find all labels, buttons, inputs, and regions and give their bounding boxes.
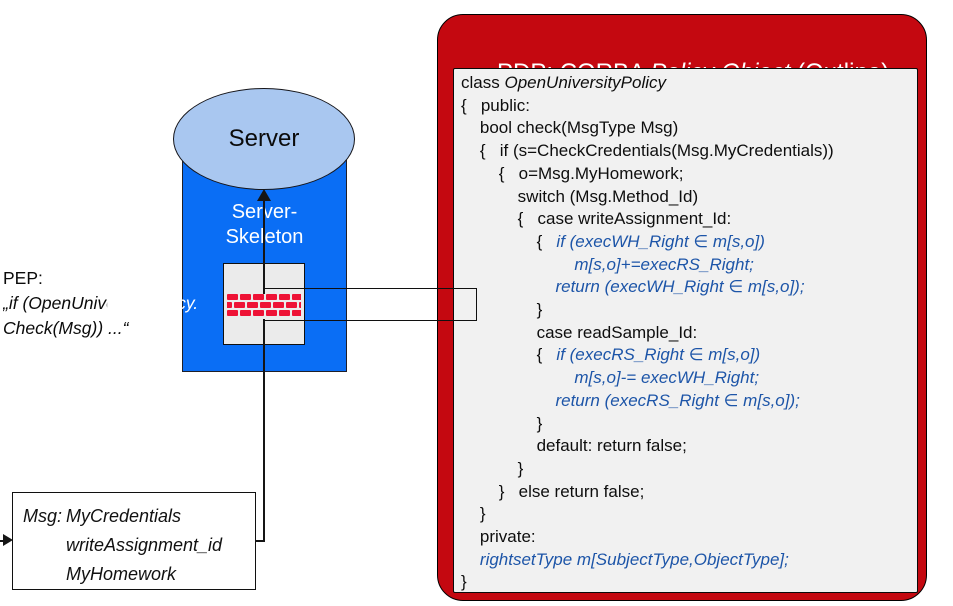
code-line: } (461, 572, 467, 592)
code-line: return (execWH_Right ∈ m[s,o]); (555, 277, 805, 297)
code-line: { o=Msg.MyHomework; (461, 163, 684, 183)
code-line: } (461, 504, 486, 524)
msg-value-method: writeAssignment_id (66, 535, 223, 555)
code-line: } (461, 413, 543, 433)
code-line: return (execRS_Right ∈ m[s,o]); (555, 390, 800, 410)
pep-code-line1-white: „if (OpenUniversityPolicy. (3, 293, 199, 313)
pep-code-line1: „if (OpenUniversityPolicy. „if (OpenUniv… (3, 291, 273, 316)
code-line: rightsetType m[SubjectType,ObjectType]; (479, 549, 789, 569)
msg-box-label: Msg: (23, 506, 63, 526)
code-line: class OpenUniversityPolicy (461, 73, 667, 92)
message-flow-bend (255, 540, 265, 542)
pdp-box: PDP: CORBA Policy Object (Outline) class… (437, 14, 927, 601)
code-line: { if (s=CheckCredentials(Msg.MyCredentia… (461, 141, 834, 161)
code-line: } (461, 300, 543, 320)
code-line: } (461, 458, 524, 478)
msg-value-credentials: MyCredentials (66, 506, 182, 526)
code-line: default: return false; (461, 436, 687, 456)
server-ellipse: Server (173, 88, 355, 190)
code-line: m[s,o]+=execRS_Right; (574, 254, 754, 274)
code-line: switch (Msg.Method_Id) (461, 186, 699, 206)
pep-label: PEP: (3, 268, 43, 288)
pep-code-line1-black: „if (OpenUniversityPolicy. (3, 293, 199, 313)
code-line: { public: (461, 95, 530, 115)
msg-box-values: MyCredentials writeAssignment_id MyHomew… (66, 502, 222, 589)
code-line: { if (execWH_Right ∈ m[s,o]) (461, 231, 765, 251)
code-line: private: (461, 527, 536, 547)
code-line: } else return false; (461, 481, 645, 501)
pep-code-line2: Check(Msg)) ...“ (3, 318, 129, 338)
incoming-message-line (0, 540, 5, 542)
arrow-right-icon (3, 534, 13, 546)
pdp-code-panel: class OpenUniversityPolicy { public: bool… (453, 68, 918, 593)
message-flow-line (263, 191, 265, 541)
arrow-up-icon (257, 189, 271, 201)
msg-box: Msg: MyCredentials writeAssignment_id My… (12, 492, 256, 590)
code-line: { case writeAssignment_Id: (461, 209, 732, 229)
code-line: case readSample_Id: (461, 322, 698, 342)
pep-annotation: PEP: „if (OpenUniversityPolicy. „if (Ope… (3, 266, 283, 341)
code-line: { if (execRS_Right ∈ m[s,o]) (461, 345, 761, 365)
msg-value-homework: MyHomework (66, 564, 177, 584)
server-label: Server (228, 125, 300, 152)
code-line: bool check(MsgType Msg) (461, 118, 679, 138)
pdp-code: class OpenUniversityPolicy { public: bool… (461, 72, 917, 592)
code-line: m[s,o]-= execWH_Right; (574, 368, 760, 388)
firewall-bricks-icon (227, 294, 301, 319)
